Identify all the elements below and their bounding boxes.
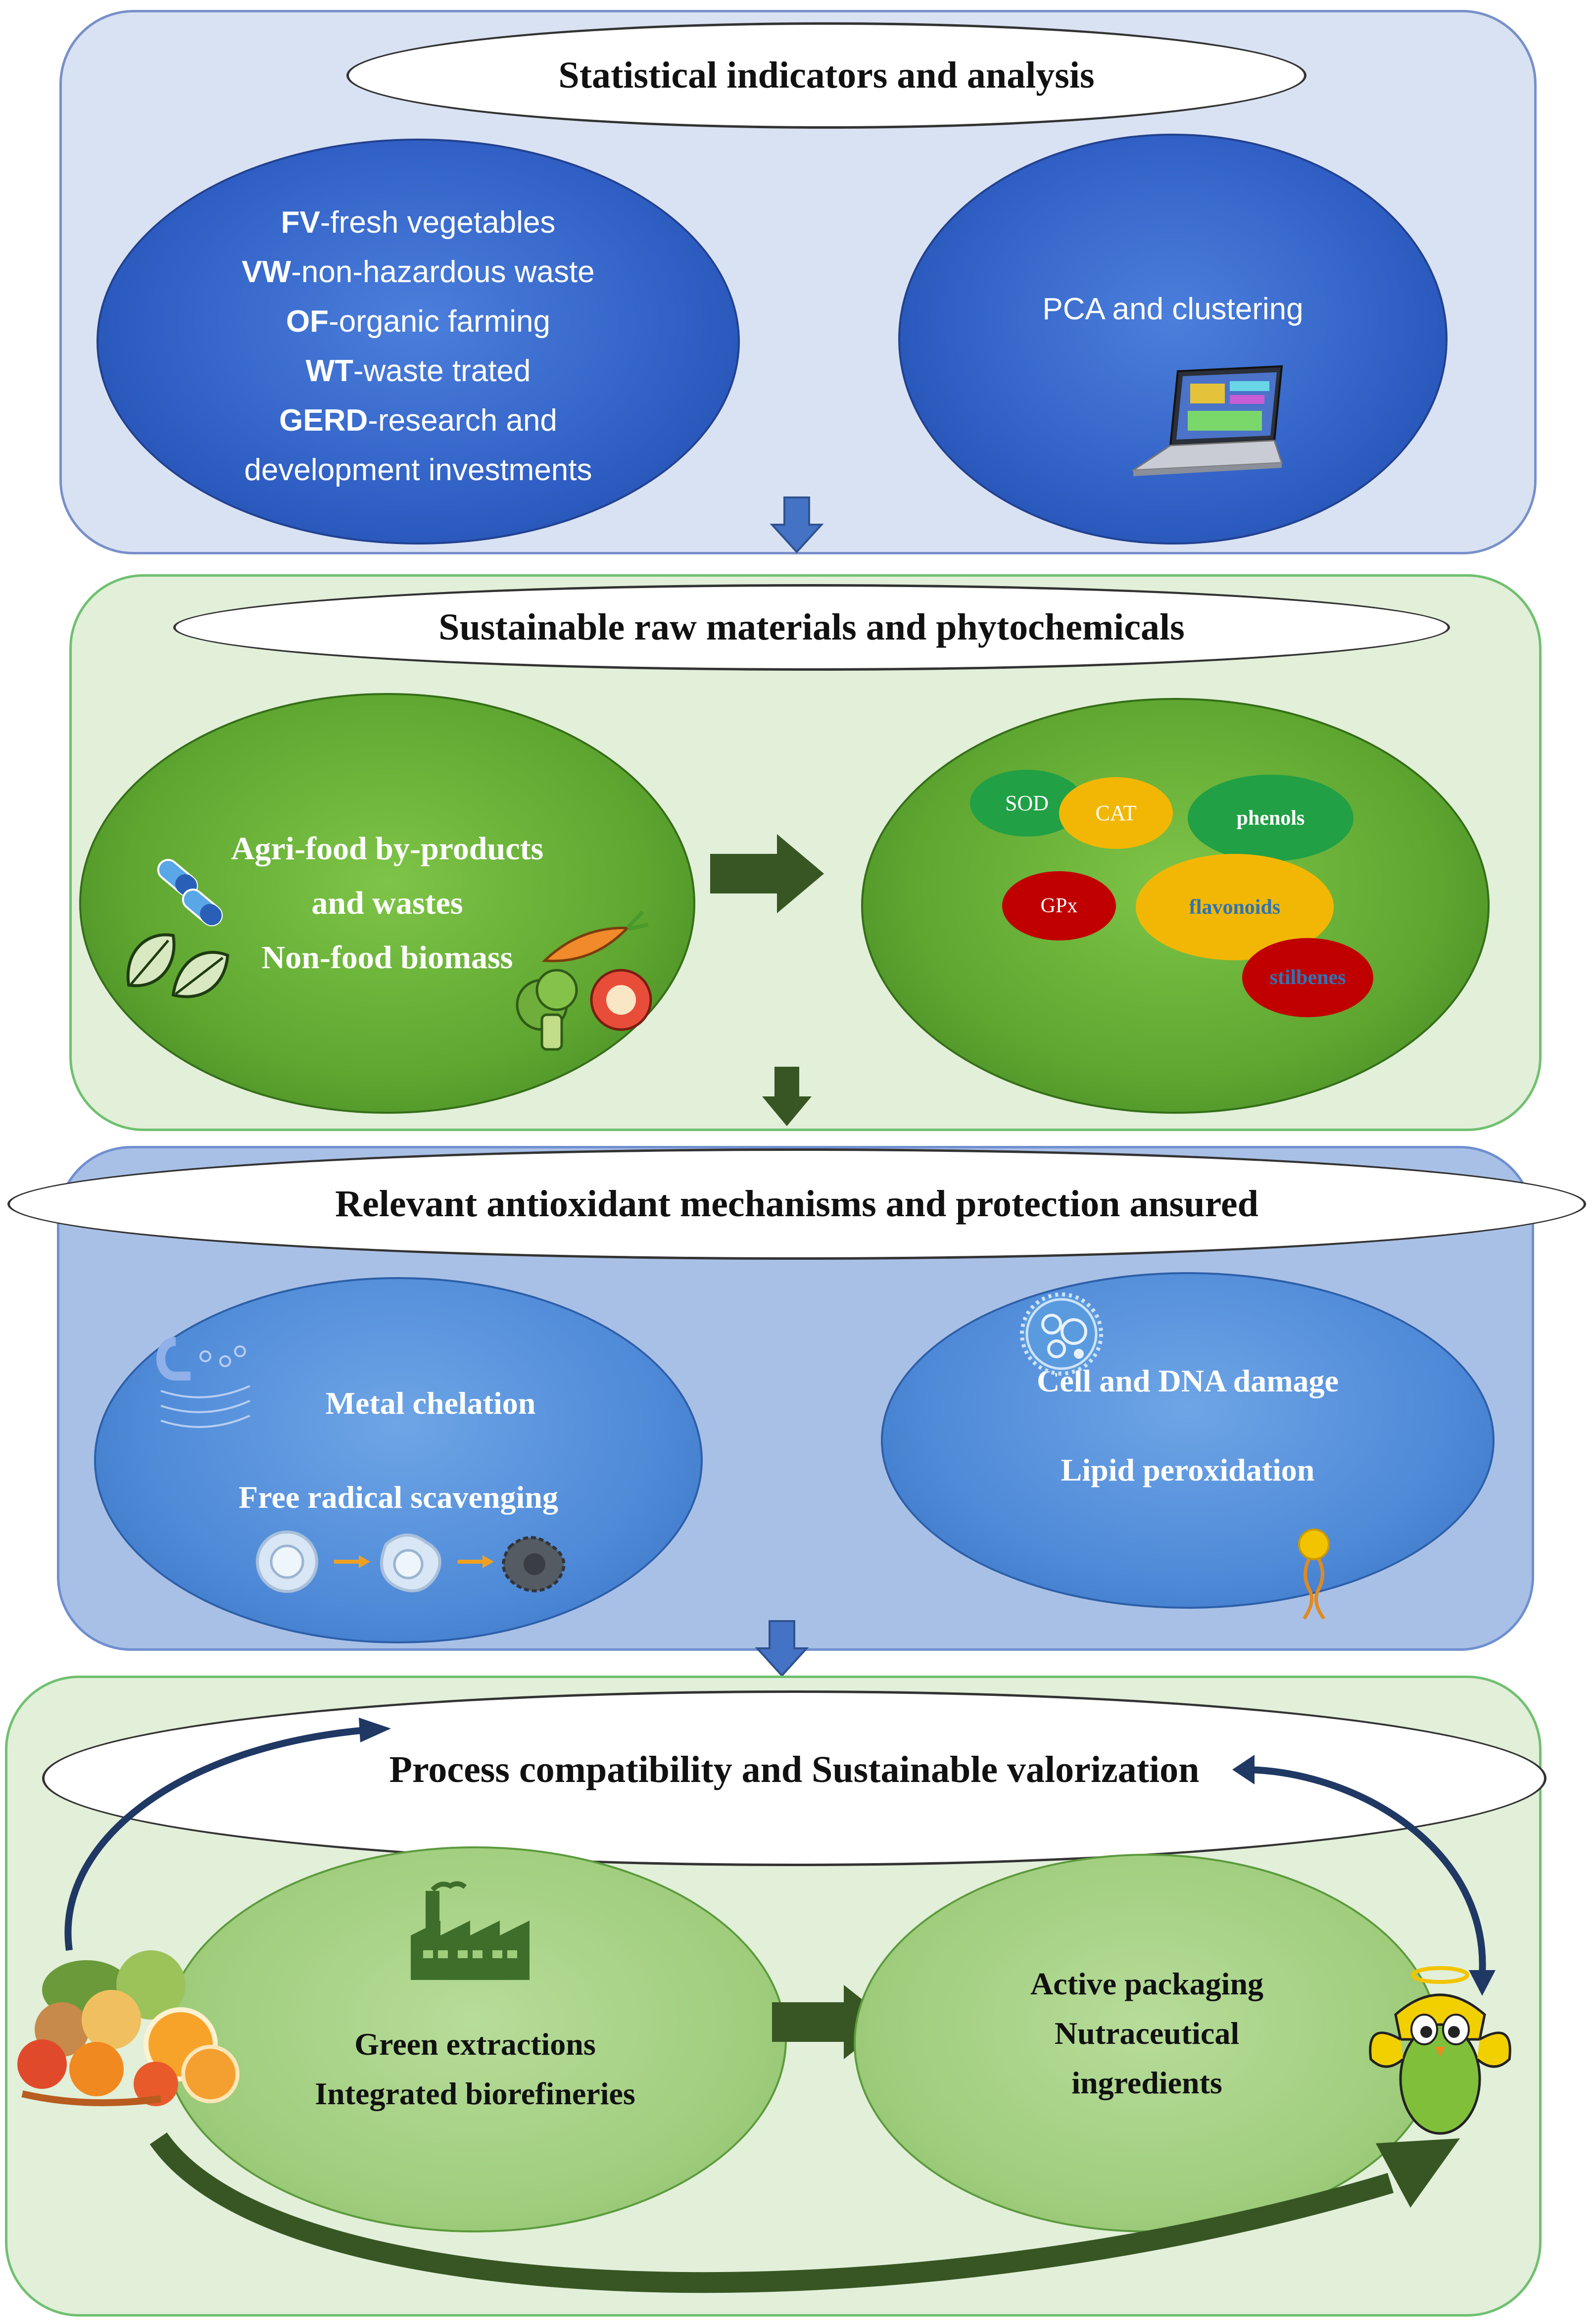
cycle-arrow-top-left: [64, 1718, 391, 1951]
analysis-label: PCA and clustering: [1042, 292, 1304, 326]
food-waste-icon: [17, 1950, 240, 2106]
flow-arrow-sources-to-compounds: [710, 834, 824, 913]
capsules-icon: [157, 859, 223, 927]
compound-cat: CAT: [1059, 777, 1173, 849]
section-title-raw-materials: Sustainable raw materials and phytochemi…: [173, 584, 1450, 671]
laptop-icon: [1130, 365, 1283, 476]
indicator-vw: VW-non-hazardous waste: [242, 255, 595, 289]
process-integrated-biorefineries: Integrated biorefineries: [315, 2076, 635, 2111]
mechanism-metal-chelation: Metal chelation: [325, 1385, 536, 1421]
source-line-1: Agri-food by-products: [231, 831, 544, 867]
application-ingredients: ingredients: [1071, 2065, 1222, 2100]
compound-gpx: GPx: [1002, 871, 1116, 940]
damage-cell-dna: Cell and DNA damage: [1037, 1363, 1339, 1398]
section-title-statistical: Statistical indicators and analysis: [346, 22, 1306, 129]
flow-arrow-3: [755, 1620, 809, 1677]
vegetables-icon: [516, 910, 652, 1051]
damage-lipid-peroxidation: Lipid peroxidation: [1061, 1452, 1315, 1487]
extraction-ellipse: Green extractions Integrated biorefineri…: [163, 1846, 787, 2232]
indicators-ellipse: FV-fresh vegetables VW-non-hazardous was…: [97, 139, 740, 544]
cycle-arrow-bottom: [149, 2132, 1460, 2293]
application-active-packaging: Active packaging: [1030, 1966, 1264, 2001]
indicator-of: OF-organic farming: [286, 304, 551, 339]
source-line-2: and wastes: [311, 885, 463, 921]
cell-icon: [1020, 1292, 1103, 1376]
leaves-icon: [126, 933, 230, 998]
lipid-icon: [1298, 1529, 1330, 1620]
indicator-gerd: GERD-research and: [279, 403, 557, 438]
compound-stilbenes: stilbenes: [1242, 938, 1373, 1017]
flow-arrow-2: [762, 1067, 812, 1126]
cell-degradation-icon: [256, 1531, 566, 1593]
process-green-extractions: Green extractions: [354, 2027, 596, 2062]
section-title-process-text: Process compatibility and Sustainable va…: [389, 1748, 1200, 1790]
section-title-antioxidant: Relevant antioxidant mechanisms and prot…: [7, 1148, 1586, 1260]
magnet-icon: [156, 1337, 250, 1428]
damage-ellipse: Cell and DNA damage Lipid peroxidation: [881, 1272, 1495, 1609]
cycle-arrow-top-right: [1232, 1755, 1496, 1996]
sources-ellipse: Agri-food by-products and wastes Non-foo…: [79, 693, 695, 1114]
indicator-fv: FV-fresh vegetables: [281, 205, 556, 240]
mechanism-free-radical: Free radical scavenging: [239, 1480, 558, 1515]
indicator-gerd-continued: development investments: [244, 453, 592, 487]
applications-ellipse: Active packaging Nutraceutical ingredien…: [854, 1854, 1440, 2232]
factory-icon: [411, 1881, 530, 1980]
analysis-ellipse: PCA and clustering: [898, 134, 1448, 544]
mascot-icon: [1369, 1966, 1511, 2135]
flow-arrow-1: [770, 496, 824, 553]
application-nutraceutical: Nutraceutical: [1054, 2015, 1240, 2051]
compound-phenols: phenols: [1188, 775, 1353, 861]
indicator-wt: WT-waste trated: [305, 354, 531, 388]
source-line-3: Non-food biomass: [261, 939, 513, 976]
